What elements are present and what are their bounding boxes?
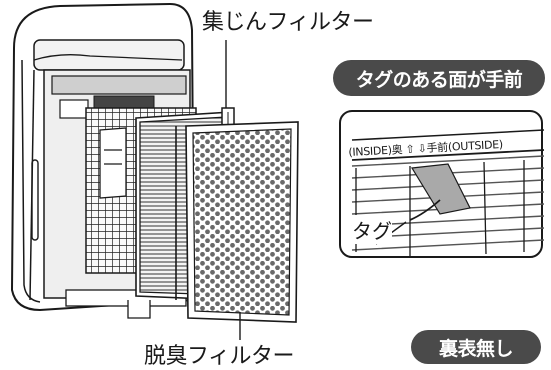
deodorizing-filter-label: 脱臭フィルター: [144, 344, 295, 369]
no-front-back-badge: 裏表無し: [411, 330, 541, 364]
dust-filter-label: 集じんフィルター: [202, 10, 374, 35]
deodorizing-filter: [185, 121, 299, 323]
tag-label: タグ: [352, 215, 392, 244]
tag-facing-front-badge: タグのある面が手前: [333, 60, 545, 96]
leader-lines: [225, 40, 241, 340]
